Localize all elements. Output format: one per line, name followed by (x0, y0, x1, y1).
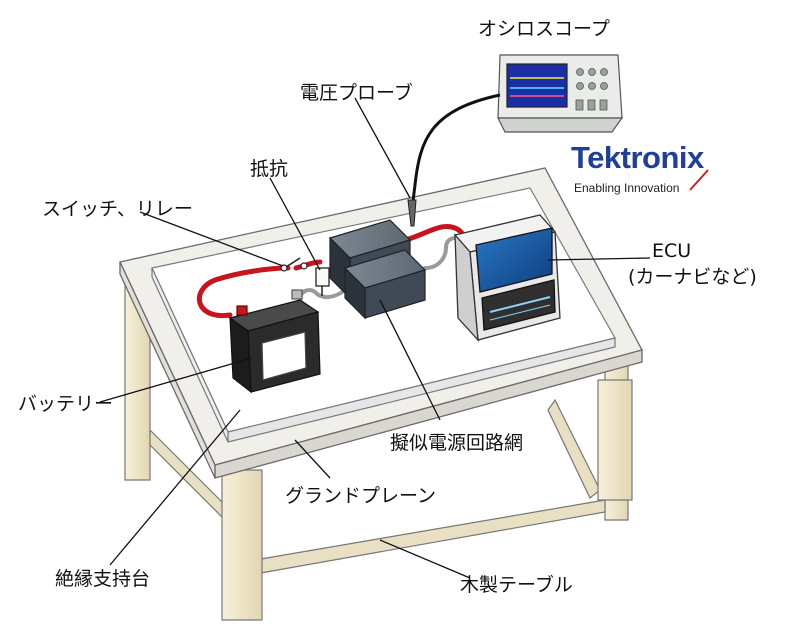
label-lisn: 擬似電源回路網 (390, 432, 524, 454)
ecu-screen (475, 227, 553, 293)
label-wooden-table: 木製テーブル (460, 574, 573, 596)
label-ground-plane: グランドプレーン (285, 485, 437, 507)
battery (228, 289, 321, 394)
ecu-unit (453, 214, 561, 342)
lisn-box-front (343, 249, 427, 320)
brand-accent-mark (689, 169, 709, 191)
label-insulating-support: 絶縁支持台 (55, 568, 151, 590)
oscilloscope (497, 54, 624, 133)
oscilloscope-screen (506, 63, 568, 108)
battery-label (261, 331, 307, 381)
label-switch-relay: スイッチ、リレー (42, 198, 193, 220)
resistor (315, 267, 330, 296)
label-oscilloscope: オシロスコープ (478, 18, 610, 40)
label-resistor: 抵抗 (250, 158, 289, 180)
table-rail-front (254, 499, 606, 575)
brand-tagline: Enabling Innovation (574, 181, 680, 195)
red-cable-switch (293, 259, 323, 271)
table-leg-front-left (221, 469, 263, 621)
table-leg-front-right (597, 379, 633, 501)
brand-logo: Tektronix (571, 140, 704, 175)
label-ecu: ECU (652, 240, 692, 262)
leader-lines (99, 97, 651, 579)
label-battery: バッテリー (18, 393, 114, 415)
label-ecu-sub: (カーナビなど) (628, 266, 757, 288)
voltage-probe (407, 93, 501, 227)
table-rail-right (547, 398, 601, 499)
wooden-table (124, 281, 633, 621)
red-cable-battery (196, 265, 291, 319)
label-voltage-probe: 電圧プローブ (300, 82, 413, 104)
